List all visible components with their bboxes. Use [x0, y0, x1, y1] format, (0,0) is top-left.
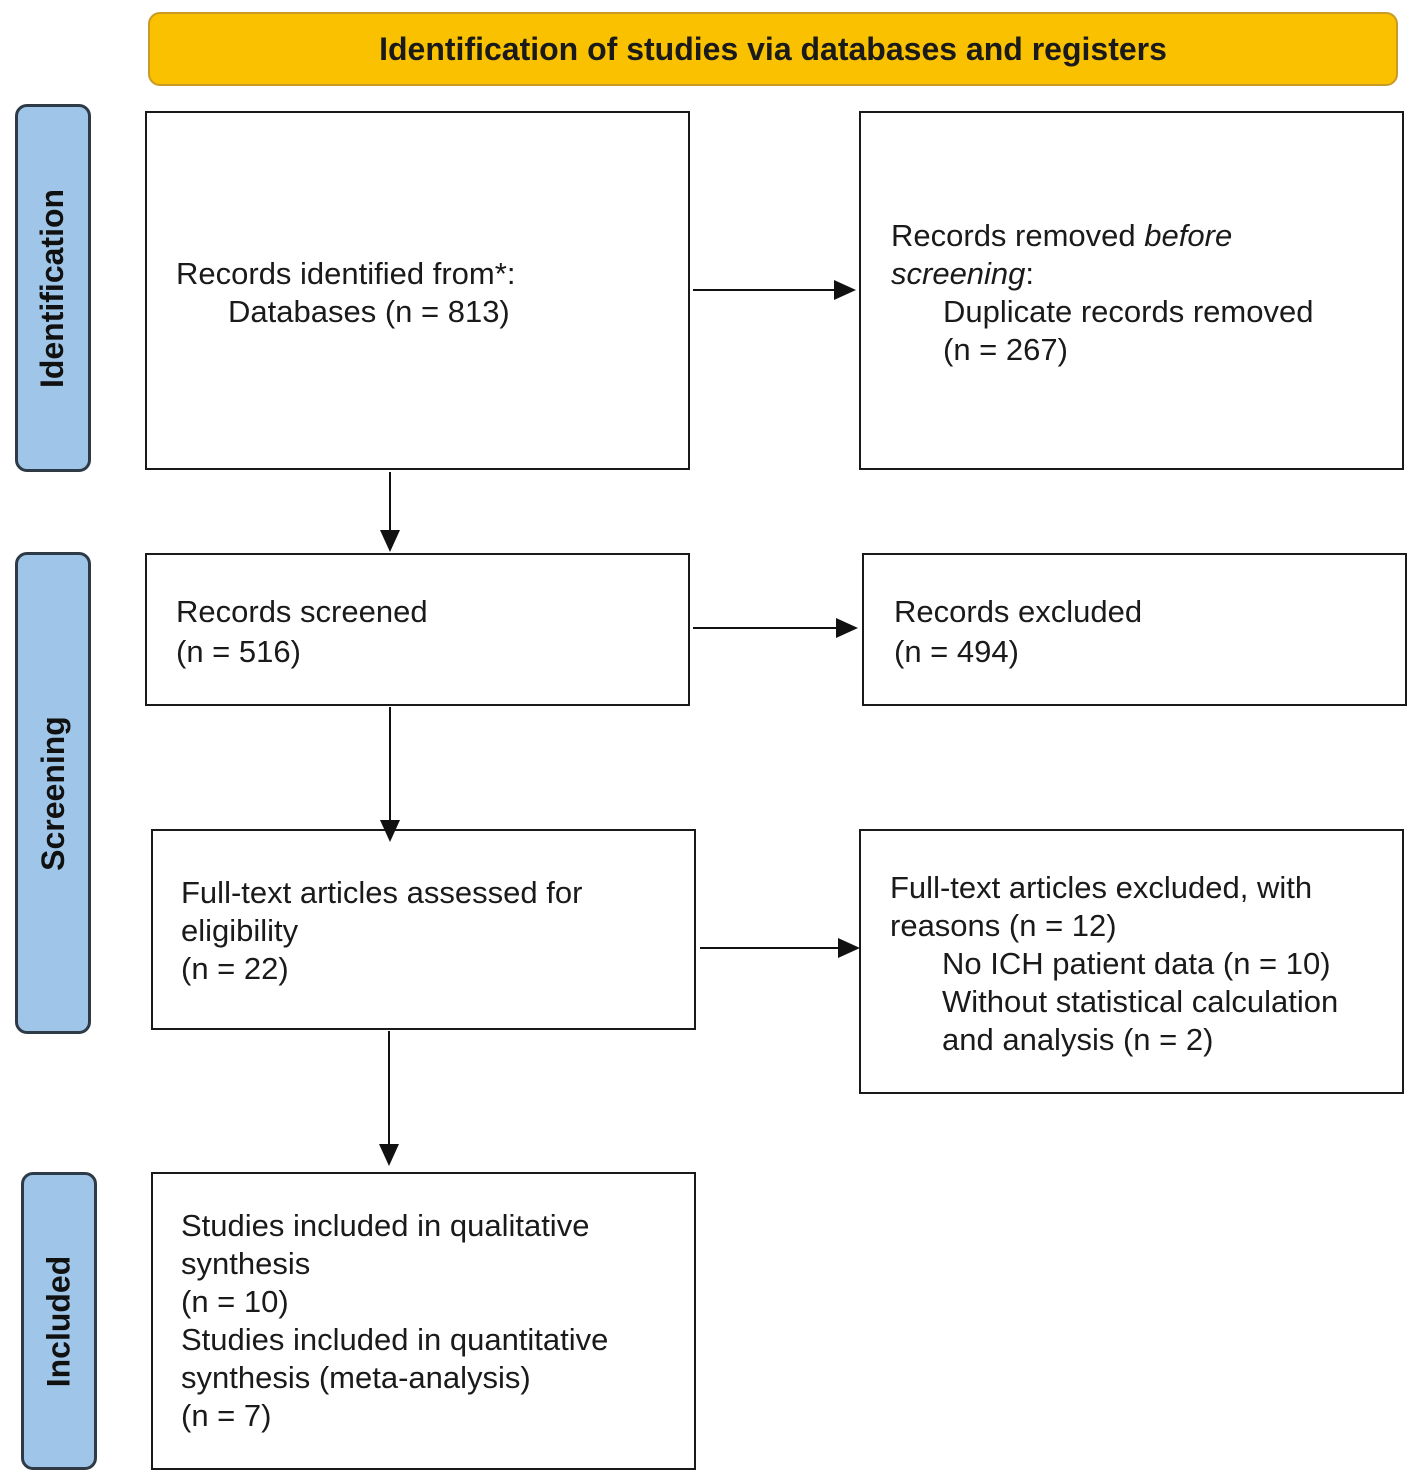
qualitative-label-2: synthesis	[181, 1246, 311, 1281]
exclusion-reason-statistics-1: Without statistical calculation	[942, 984, 1339, 1019]
records-identified-box: Records identified from*: Databases (n =…	[145, 111, 690, 470]
stage-identification-text: Identification	[34, 188, 71, 388]
stage-included-text: Included	[40, 1255, 77, 1387]
stage-label-identification: Identification	[15, 104, 91, 472]
records-excluded-label: Records excluded	[894, 594, 1143, 629]
duplicate-records-label: Duplicate records removed	[943, 294, 1314, 329]
fulltext-assessed-label-1: Full-text articles assessed for	[181, 875, 583, 910]
exclusion-reason-no-ich: No ICH patient data (n = 10)	[942, 946, 1331, 981]
header-title: Identification of studies via databases …	[379, 30, 1167, 67]
stage-label-included: Included	[21, 1172, 97, 1470]
quantitative-label-2: synthesis (meta-analysis)	[181, 1360, 531, 1395]
records-excluded-count: (n = 494)	[894, 634, 1019, 669]
arrow-identified-to-screened	[380, 472, 400, 552]
fulltext-assessed-count: (n = 22)	[181, 951, 289, 986]
fulltext-excluded-label-1: Full-text articles excluded, with	[890, 870, 1313, 905]
stage-screening-text: Screening	[34, 715, 71, 871]
qualitative-count: (n = 10)	[181, 1284, 289, 1319]
records-excluded-box: Records excluded (n = 494)	[862, 553, 1407, 706]
quantitative-count: (n = 7)	[181, 1398, 272, 1433]
records-removed-screening-line: screening:	[891, 255, 1402, 293]
arrow-fulltext-to-included	[379, 1031, 399, 1166]
quantitative-label-1: Studies included in quantitative	[181, 1322, 609, 1357]
fulltext-excluded-box: Full-text articles excluded, with reason…	[859, 829, 1404, 1094]
fulltext-assessed-box: Full-text articles assessed for eligibil…	[151, 829, 696, 1030]
duplicate-records-count: (n = 267)	[943, 332, 1068, 367]
arrow-screened-to-excluded	[693, 618, 858, 638]
records-removed-colon: :	[1025, 256, 1035, 291]
arrow-identified-to-removed	[693, 280, 856, 300]
records-removed-box: Records removed before screening: Duplic…	[859, 111, 1404, 470]
exclusion-reason-statistics-2: and analysis (n = 2)	[942, 1022, 1214, 1057]
records-screened-label: Records screened	[176, 594, 428, 629]
records-removed-screening: screening	[891, 256, 1026, 291]
records-removed-prefix: Records removed	[891, 218, 1145, 253]
arrow-screened-to-fulltext	[380, 707, 400, 842]
fulltext-assessed-label-2: eligibility	[181, 913, 299, 948]
records-identified-label: Records identified from*:	[176, 256, 516, 291]
stage-label-screening: Screening	[15, 552, 91, 1034]
studies-included-box: Studies included in qualitative synthesi…	[151, 1172, 696, 1470]
databases-count: Databases (n = 813)	[228, 294, 510, 329]
records-removed-before: before	[1144, 218, 1233, 253]
diagram-header: Identification of studies via databases …	[148, 12, 1398, 86]
records-screened-box: Records screened (n = 516)	[145, 553, 690, 706]
qualitative-label-1: Studies included in qualitative	[181, 1208, 590, 1243]
fulltext-excluded-label-2: reasons (n = 12)	[890, 908, 1117, 943]
records-removed-label: Records removed before	[891, 217, 1402, 255]
arrow-fulltext-to-excluded	[700, 938, 860, 958]
records-screened-count: (n = 516)	[176, 634, 301, 669]
